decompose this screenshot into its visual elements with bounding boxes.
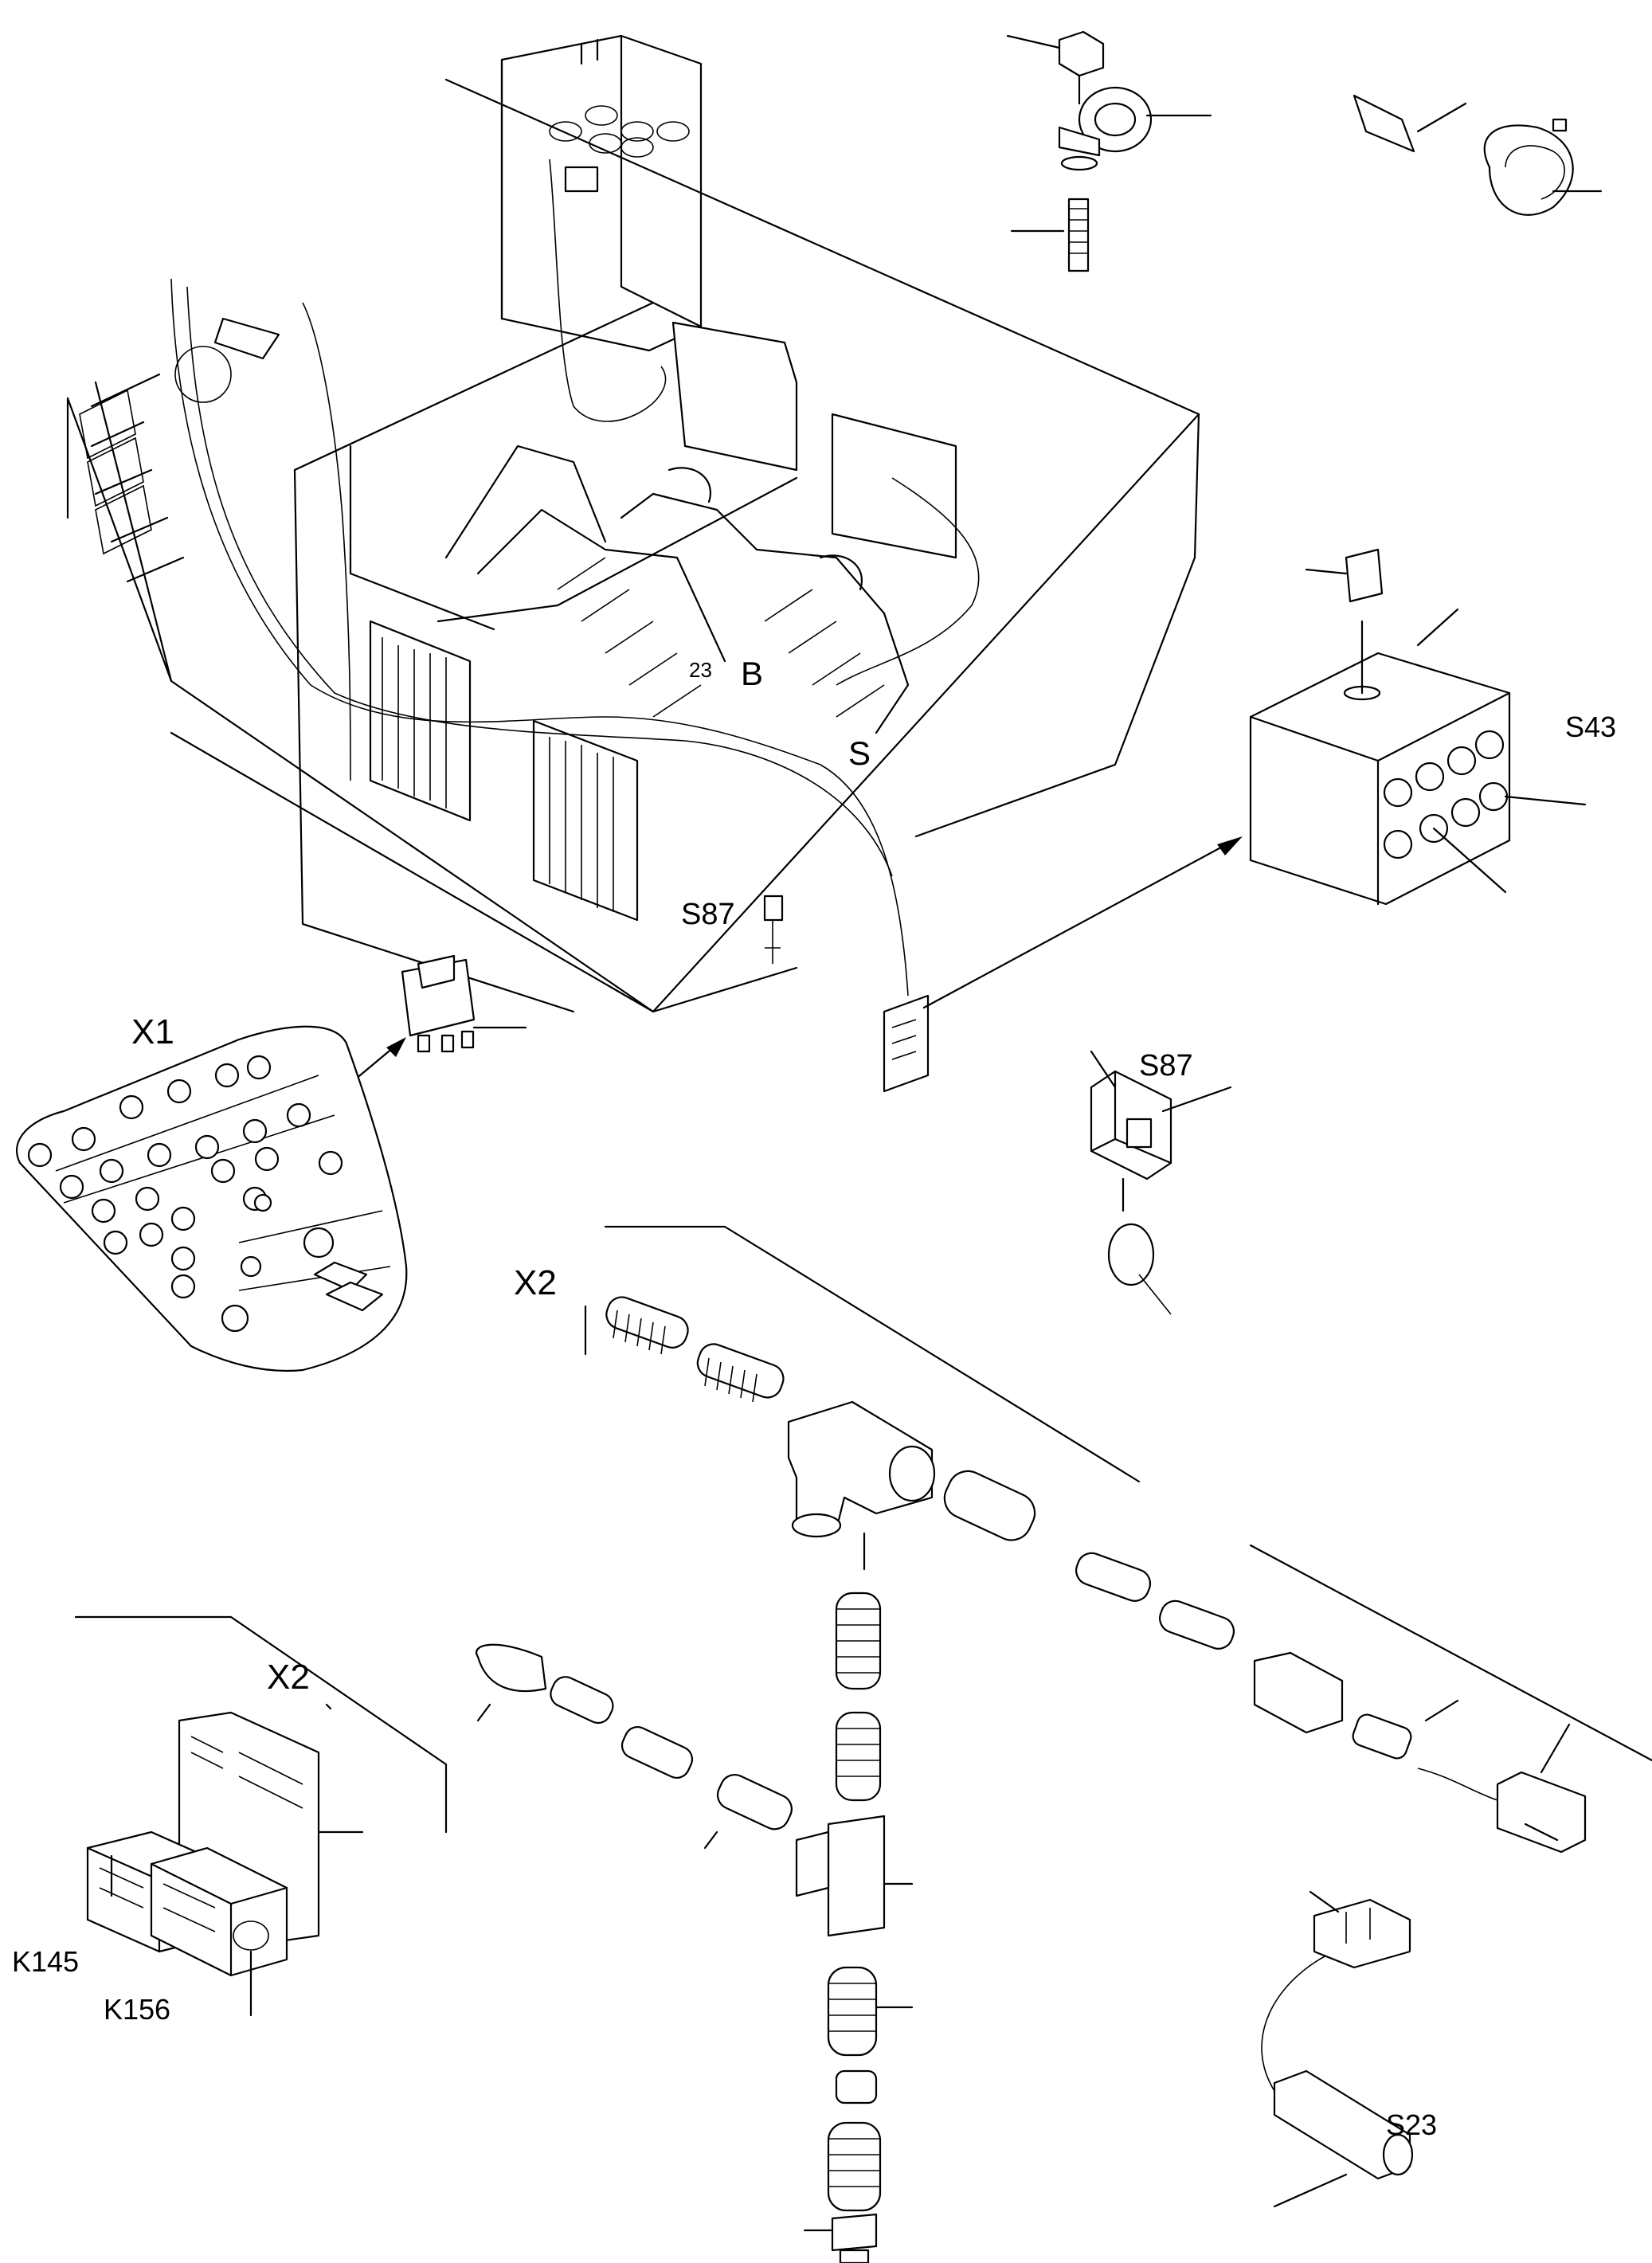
label-x2-conduit: X2 — [514, 1263, 557, 1302]
part-labels: B 23 S S87 S87 S43 X1 X2 X2 K145 K156 S2… — [12, 655, 1616, 2141]
x1-control-panel — [15, 954, 527, 1372]
s87-switch-detail — [1090, 1050, 1232, 1315]
label-s: S — [848, 734, 871, 772]
label-b: B — [741, 655, 763, 692]
label-k156: K156 — [104, 1993, 170, 2026]
s23-sensor — [1261, 1890, 1414, 2208]
label-x1: X1 — [131, 1012, 174, 1051]
label-s87-main: S87 — [681, 898, 735, 931]
corrugated-tube — [605, 1296, 785, 1403]
label-s23: S23 — [1386, 2108, 1437, 2141]
label-k145: K145 — [12, 1945, 79, 1978]
clamp-parts — [1006, 30, 1212, 272]
machine-body — [66, 34, 1243, 1093]
label-23: 23 — [689, 658, 712, 682]
label-s87-detail: S87 — [1139, 1049, 1193, 1083]
cable-sleeve-and-tie — [1353, 94, 1603, 216]
s43-junction-box — [1249, 548, 1587, 906]
label-x2-relay: X2 — [267, 1658, 310, 1697]
x2-conduit-assembly — [476, 1225, 1652, 2263]
relay-block — [74, 1615, 448, 2017]
label-s43: S43 — [1565, 711, 1616, 743]
